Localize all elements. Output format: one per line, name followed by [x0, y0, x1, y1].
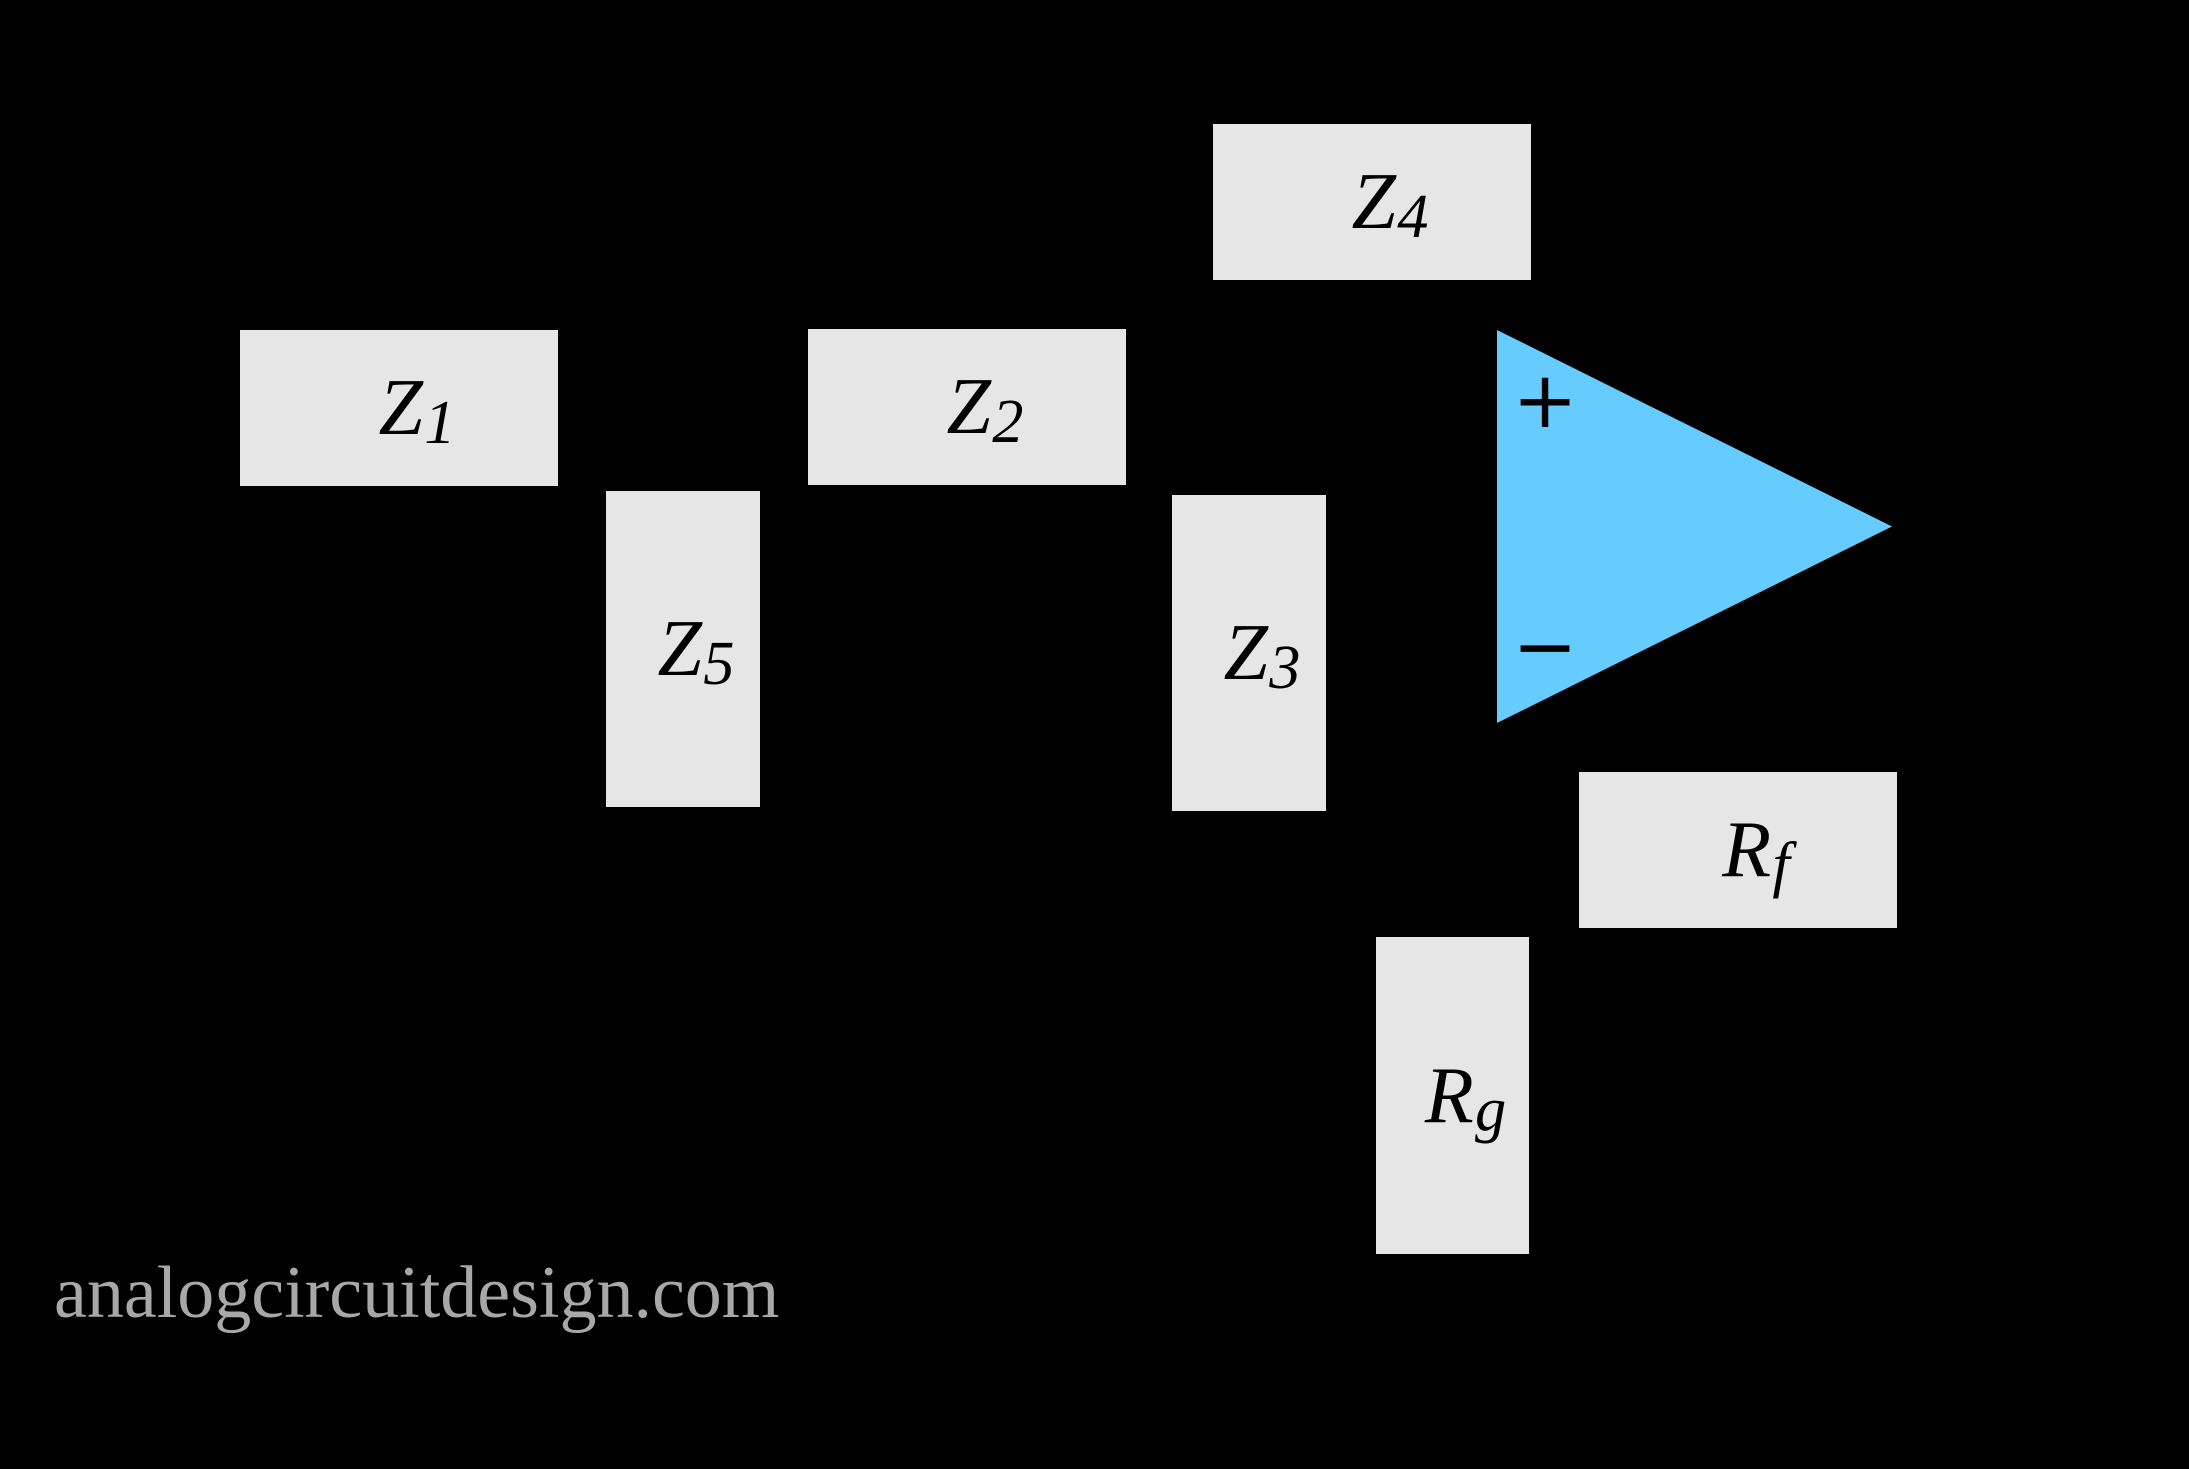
- opamp-noninverting-plus-icon: +: [1512, 356, 1578, 446]
- opamp-inverting-minus-icon: −: [1512, 602, 1578, 692]
- component-z3-label: Z: [1223, 609, 1269, 697]
- component-z4-subscript: 4: [1397, 181, 1429, 251]
- component-rg-subscript: g: [1474, 1075, 1507, 1145]
- component-z2-label: Z: [946, 363, 992, 451]
- component-z4-label: Z: [1351, 158, 1397, 246]
- component-z5-subscript: 5: [703, 628, 735, 698]
- component-z3-subscript: 3: [1269, 632, 1301, 702]
- component-z2-subscript: 2: [992, 386, 1024, 456]
- component-rg-label: R: [1424, 1051, 1474, 1140]
- component-z1-subscript: 1: [424, 387, 456, 457]
- component-z1-label: Z: [378, 364, 424, 452]
- watermark-text: analogcircuitdesign.com: [54, 1252, 780, 1334]
- component-rf-label: R: [1722, 806, 1772, 894]
- component-rf-subscript: f: [1772, 829, 1790, 899]
- component-z5-label: Z: [657, 605, 703, 693]
